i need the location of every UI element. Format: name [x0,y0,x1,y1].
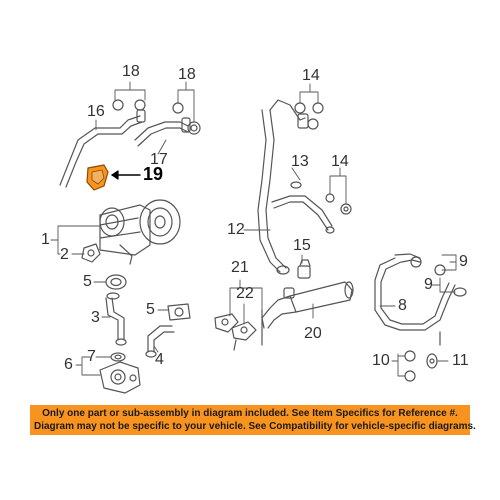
part-2 [81,243,101,263]
callout-18-left: 18 [122,63,140,80]
hose-12 [257,99,306,275]
gaskets-14-mid [325,193,352,215]
callout-10: 10 [372,352,390,369]
gaskets-9 [410,256,467,297]
callout-7: 7 [87,348,96,365]
gasket-5-right [167,303,191,321]
hose-16 [59,99,146,188]
callout-20: 20 [304,325,322,342]
callout-4: 4 [155,351,164,368]
gaskets-14-top [294,102,324,130]
callout-2: 2 [60,246,69,263]
callout-1: 1 [41,231,50,248]
turbocharger [99,199,181,265]
callout-14-mid: 14 [331,153,349,170]
pipe-3 [105,292,127,346]
callout-13: 13 [291,153,309,170]
part-19-highlighted [86,164,109,191]
callout-11: 11 [452,352,469,369]
gasket-5-left [105,274,127,290]
callout-14-top: 14 [302,67,320,84]
callout-22: 22 [236,285,254,302]
callout-12: 12 [227,221,245,238]
notice-line-1: Only one part or sub-assembly in diagram… [42,408,458,419]
callout-16: 16 [87,103,105,120]
washer-7 [110,352,126,362]
callout-17: 17 [150,151,168,168]
callout-3: 3 [91,309,100,326]
part-15 [297,259,311,279]
callout-5-left: 5 [83,273,92,290]
bolt-11 [426,353,438,369]
notice-line-2: Diagram may not be specific to your vehi… [34,421,476,432]
notice-banner: Only one part or sub-assembly in diagram… [30,405,476,435]
leader-lines [50,81,457,377]
callout-9-bottom: 9 [424,276,433,293]
callout-9-top: 9 [459,253,468,270]
callout-21: 21 [231,259,249,276]
sensor-assembly-21-22 [214,309,263,351]
pipe-13 [271,181,335,234]
housing-6 [99,361,141,394]
callout-6: 6 [64,356,73,373]
hose-8 [374,253,456,346]
callout-15: 15 [293,237,311,254]
gaskets-10 [404,350,416,382]
resonator-20 [261,281,354,329]
callout-19: 19 [143,164,164,184]
hose-17 [134,102,201,147]
callout-5-right: 5 [146,301,155,318]
callout-18-right: 18 [178,66,196,83]
callout-8: 8 [398,297,407,314]
